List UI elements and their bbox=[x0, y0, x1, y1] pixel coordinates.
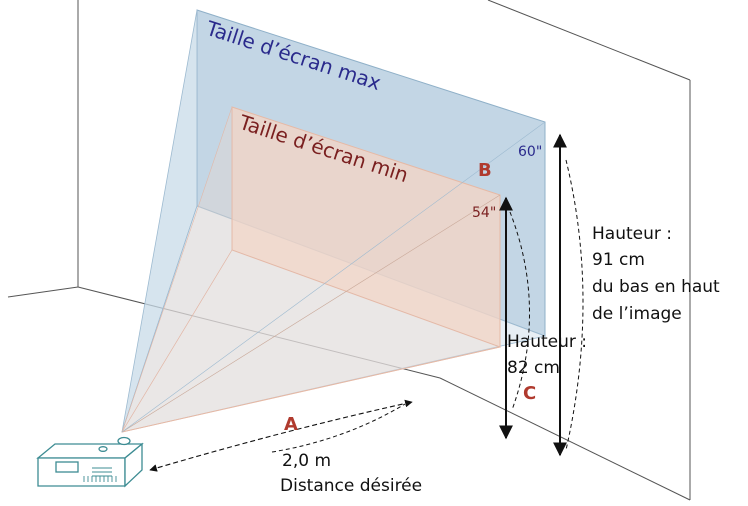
letter-c: C bbox=[523, 383, 536, 404]
height-max-bracket bbox=[565, 159, 584, 451]
size-max-label: 60" bbox=[518, 144, 542, 160]
height-min-line1: Hauteur : bbox=[507, 332, 587, 352]
height-min-line2: 82 cm bbox=[507, 358, 560, 378]
height-max-line4: de l’image bbox=[592, 304, 682, 324]
letter-a: A bbox=[284, 414, 298, 435]
distance-value: 2,0 m bbox=[282, 451, 331, 471]
height-max-line2: 91 cm bbox=[592, 250, 645, 270]
height-max-line1: Hauteur : bbox=[592, 224, 672, 244]
height-min-bracket bbox=[509, 211, 530, 411]
height-max-line3: du bas en haut bbox=[592, 277, 720, 297]
projector-icon bbox=[36, 436, 144, 488]
letter-b: B bbox=[478, 160, 492, 181]
size-min-label: 54" bbox=[472, 205, 496, 221]
distance-arrow bbox=[149, 399, 413, 472]
distance-caption: Distance désirée bbox=[280, 476, 422, 496]
distance-pointer bbox=[271, 403, 406, 453]
